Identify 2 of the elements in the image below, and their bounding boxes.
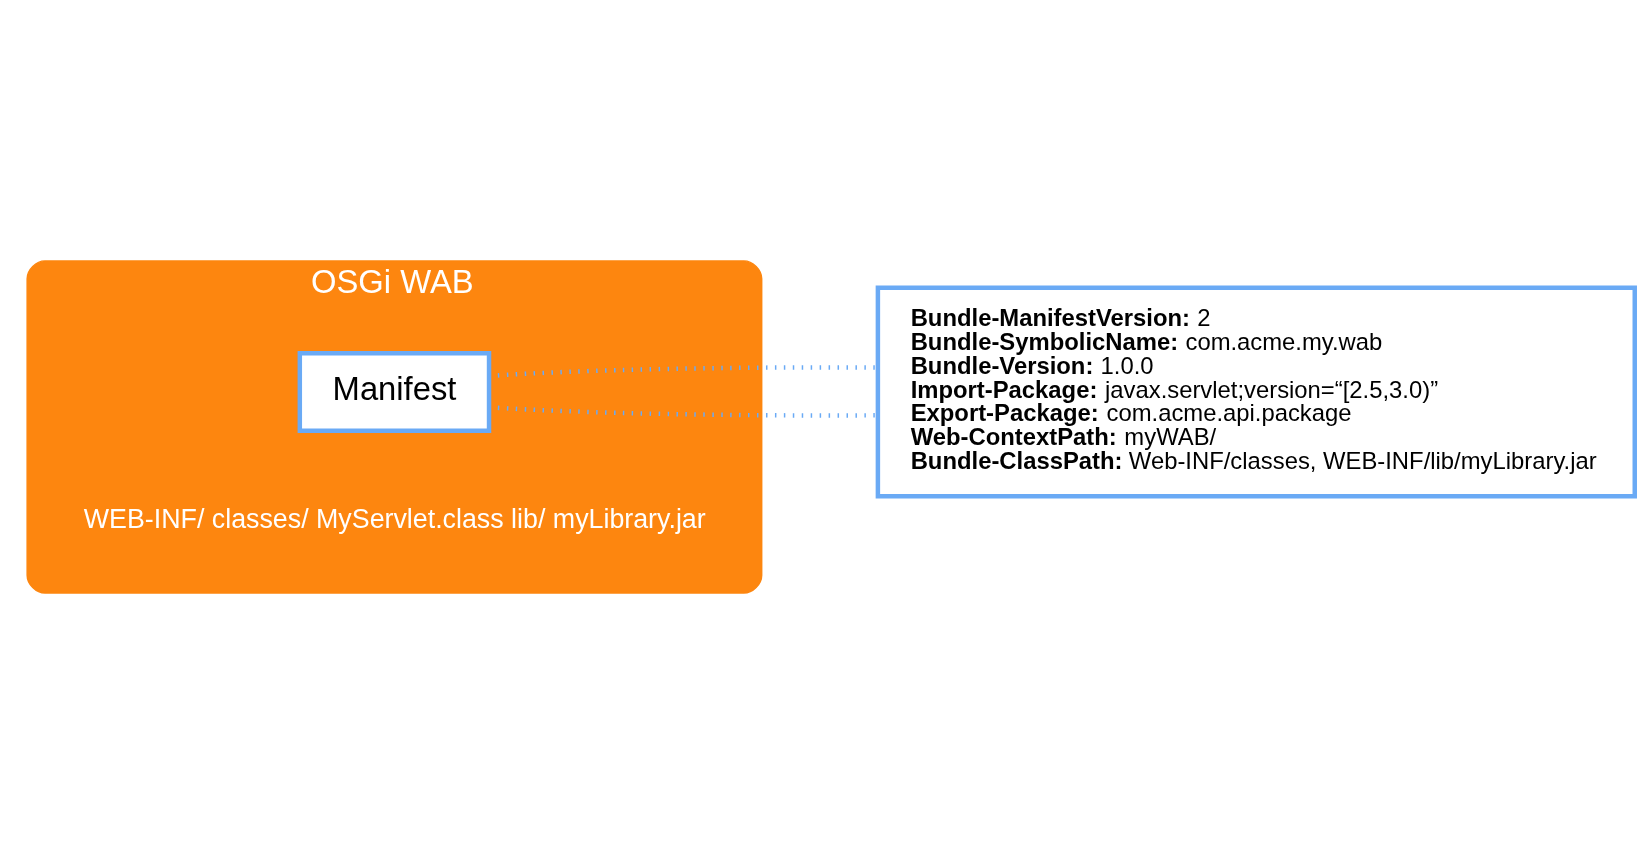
node-box: Bundle-ManifestVersion: 2 Bundle-SymbolicName: com.acme.my.wab Bundle-Version: 1.0.0 Import-Package: javax.servlet;version=“[2.5,3.0)” Export-Package: com.acme.api.package Web-ContextPath: myWAB/ Bundle-ClassPath: Web-INF/classes, WEB-INF/lib/myLibrary.jar xyxy=(875,285,1637,499)
node-box: Manifest xyxy=(297,351,492,433)
